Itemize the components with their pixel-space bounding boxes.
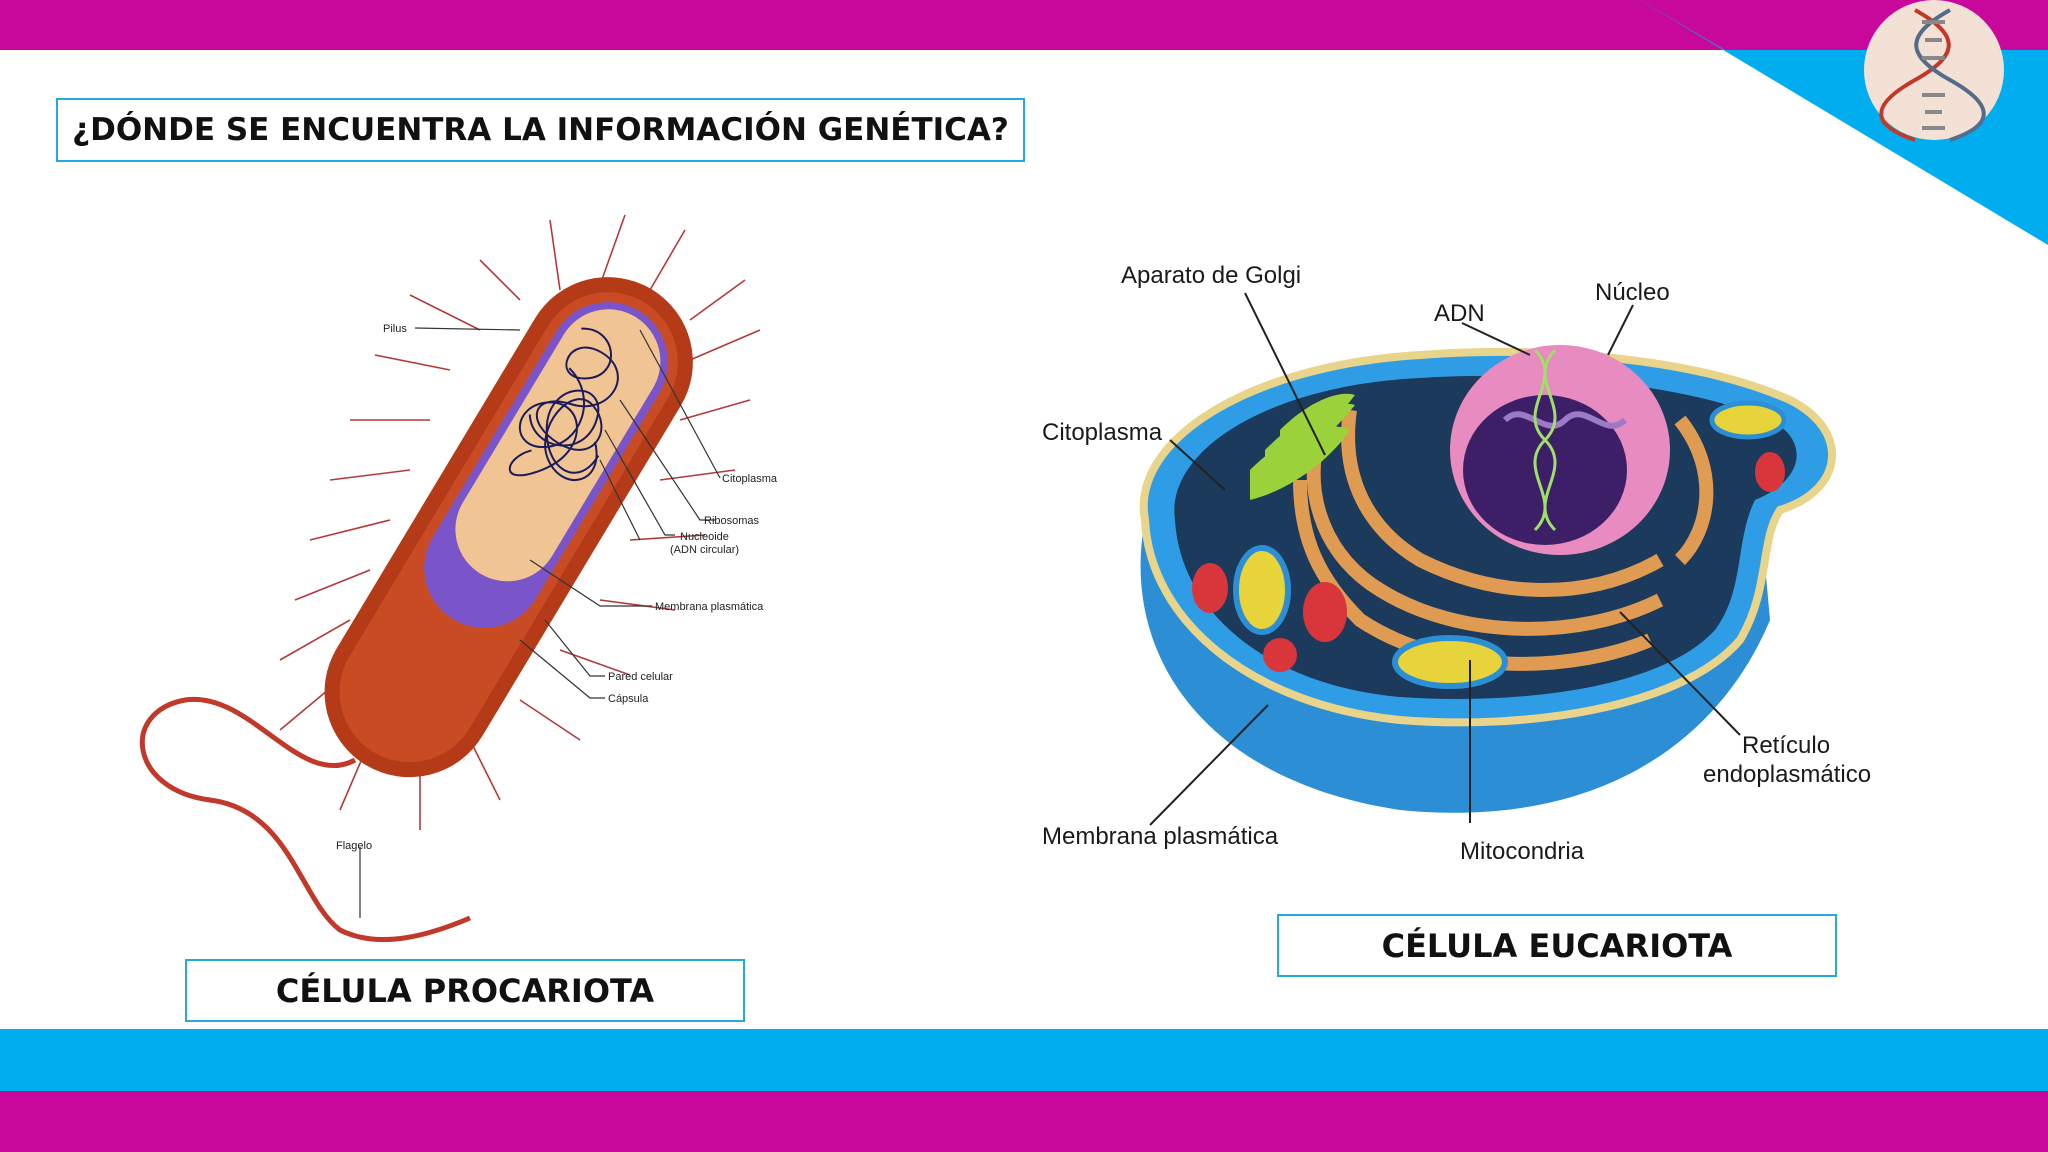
label-flagelo: Flagelo: [336, 840, 372, 852]
label-mitocondria: Mitocondria: [1460, 838, 1585, 865]
prokaryote-caption: CÉLULA PROCARIOTA: [185, 959, 745, 1022]
page-title: ¿DÓNDE SE ENCUENTRA LA INFORMACIÓN GENÉT…: [56, 98, 1025, 162]
flagellum: [139, 696, 471, 943]
label-membrana-euk: Membrana plasmática: [1042, 823, 1279, 850]
label-nucleoide: Nucleoide: [680, 531, 729, 543]
lysosomes: [1192, 452, 1785, 672]
label-citoplasma-pro: Citoplasma: [722, 473, 778, 485]
bottom-cyan-band: [0, 1029, 2048, 1091]
label-adn: ADN: [1434, 300, 1485, 327]
label-nucleo: Núcleo: [1595, 279, 1670, 306]
endoplasmic-reticulum: [1293, 409, 1714, 671]
golgi-apparatus: [1250, 393, 1355, 500]
label-pilus: Pilus: [383, 323, 407, 335]
label-citoplasma-euk: Citoplasma: [1042, 419, 1163, 446]
label-ribosomas: Ribosomas: [704, 515, 760, 527]
mitochondria: [1233, 400, 1787, 689]
label-adn-circular: (ADN circular): [670, 544, 739, 556]
eukaryote-caption: CÉLULA EUCARIOTA: [1277, 914, 1837, 977]
nucleoid-dna: [508, 327, 619, 481]
label-membrana-pro: Membrana plasmática: [655, 601, 764, 613]
label-pared-celular: Pared celular: [608, 671, 673, 683]
label-golgi: Aparato de Golgi: [1121, 262, 1301, 289]
dna-helix: [1533, 348, 1557, 532]
label-reticulo-2: endoplasmático: [1703, 761, 1871, 788]
label-reticulo-1: Retículo: [1742, 732, 1830, 759]
bottom-magenta-band: [0, 1091, 2048, 1152]
label-capsula: Cápsula: [608, 693, 649, 705]
